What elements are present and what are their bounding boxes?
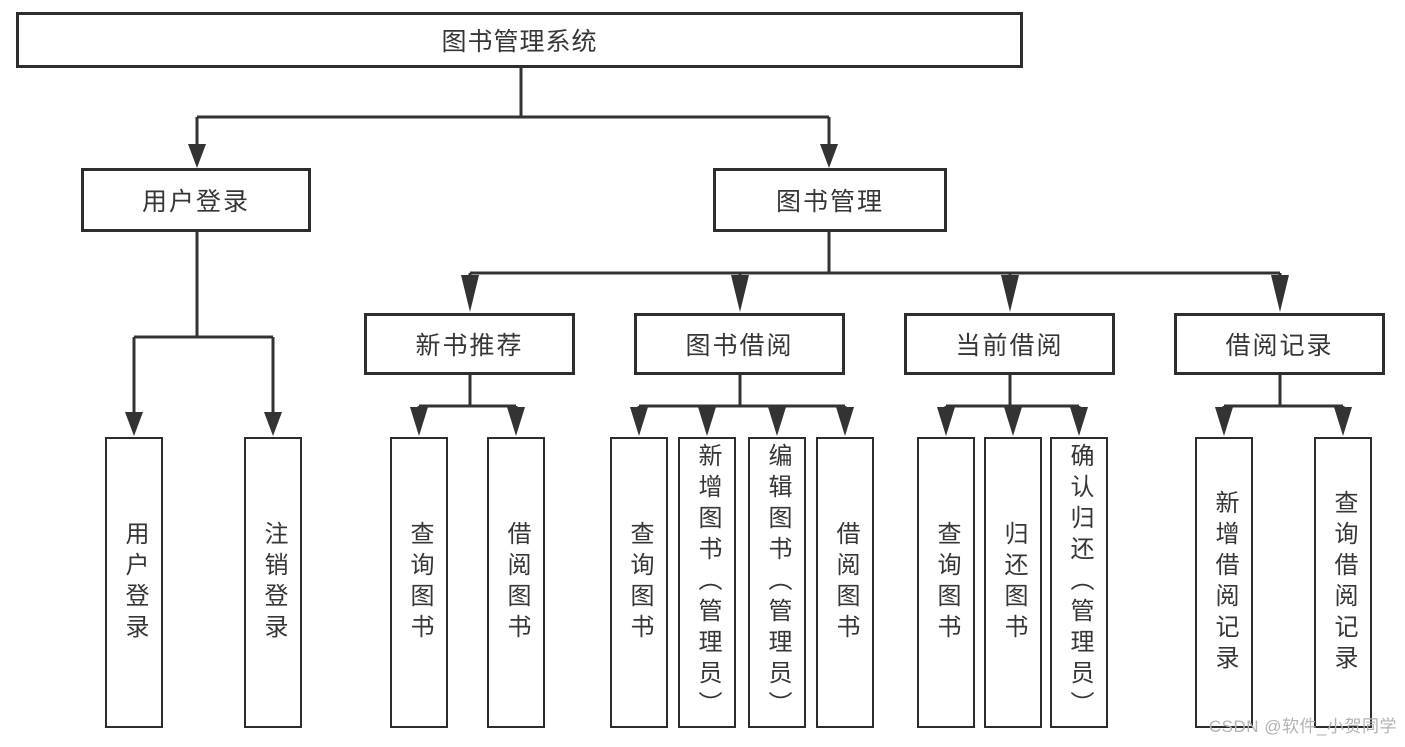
leaf-label: 借阅图书: [503, 520, 530, 645]
connector-root-to-level2: [195, 68, 831, 150]
node-label: 借阅记录: [1225, 332, 1334, 360]
arrow-icon: [1271, 275, 1289, 312]
leaf-borrow-books: 借阅图书: [816, 437, 874, 728]
node-label: 图书借阅: [685, 332, 794, 360]
arrow-icon: [410, 407, 428, 436]
leaf-label: 借阅图书: [832, 520, 859, 645]
leaf-label: 查询图书: [626, 520, 653, 645]
leaf-label: 查询图书: [406, 520, 433, 645]
node-book-management: 图书管理: [713, 168, 947, 232]
arrow-icon: [1334, 407, 1352, 436]
leaf-query-books-current: 查询图书: [917, 437, 975, 728]
arrowheads-current-borrow: [937, 407, 1088, 436]
arrow-icon: [1004, 407, 1022, 436]
leaf-label: 确认归还（管理员）: [1066, 443, 1093, 722]
leaf-query-borrow-record: 查询借阅记录: [1314, 437, 1372, 728]
leaf-logout: 注销登录: [244, 437, 302, 728]
leaf-label: 用户登录: [121, 520, 148, 645]
leaf-query-books-recommend: 查询图书: [390, 437, 448, 728]
node-label: 图书管理系统: [441, 28, 598, 56]
connector-book-borrow-to-leaves: [637, 375, 847, 415]
leaf-label: 查询图书: [933, 520, 960, 645]
node-label: 用户登录: [141, 188, 250, 216]
arrow-icon: [768, 407, 786, 436]
connector-new-book-to-leaves: [417, 375, 518, 415]
arrow-icon: [698, 407, 716, 436]
arrowheads-level3: [461, 275, 1289, 312]
node-label: 图书管理: [775, 188, 884, 216]
leaf-label: 编辑图书（管理员）: [764, 443, 791, 722]
leaf-return-book: 归还图书: [984, 437, 1042, 728]
leaf-add-borrow-record: 新增借阅记录: [1195, 437, 1253, 728]
arrowheads-level2: [188, 144, 838, 168]
arrow-icon: [820, 144, 838, 168]
csdn-watermark: CSDN @软件_小贺同学: [1208, 717, 1397, 736]
leaf-label: 注销登录: [260, 520, 287, 645]
leaf-label: 新增图书（管理员）: [694, 443, 721, 722]
arrow-icon: [1215, 407, 1233, 436]
arrowheads-book-borrow: [630, 407, 854, 436]
node-current-borrowing: 当前借阅: [904, 313, 1115, 375]
arrow-icon: [731, 275, 749, 312]
node-library-management-system: 图书管理系统: [16, 12, 1023, 68]
arrow-icon: [188, 144, 206, 168]
leaf-label: 归还图书: [1000, 520, 1027, 645]
arrow-icon: [836, 407, 854, 436]
leaf-label: 查询借阅记录: [1330, 489, 1357, 676]
leaf-confirm-return-admin: 确认归还（管理员）: [1050, 437, 1108, 728]
node-borrowing-records: 借阅记录: [1174, 313, 1385, 375]
arrowheads-user-login: [125, 412, 282, 436]
arrow-icon: [630, 407, 648, 436]
connector-borrow-records-to-leaves: [1222, 375, 1345, 415]
leaf-borrow-books-recommend: 借阅图书: [487, 437, 545, 728]
leaf-label: 新增借阅记录: [1211, 489, 1238, 676]
leaf-add-book-admin: 新增图书（管理员）: [678, 437, 736, 728]
node-new-book-recommendation: 新书推荐: [364, 313, 575, 375]
connector-book-management-to-level3: [468, 232, 1282, 285]
arrow-icon: [1070, 407, 1088, 436]
arrow-icon: [264, 412, 282, 436]
node-label: 新书推荐: [415, 332, 524, 360]
arrow-icon: [937, 407, 955, 436]
leaf-edit-book-admin: 编辑图书（管理员）: [748, 437, 806, 728]
arrowheads-new-book: [410, 407, 525, 436]
arrow-icon: [461, 275, 479, 312]
connector-user-login-to-leaves: [132, 232, 275, 418]
leaf-user-login: 用户登录: [105, 437, 163, 728]
node-label: 当前借阅: [955, 332, 1064, 360]
arrow-icon: [125, 412, 143, 436]
arrow-icon: [507, 407, 525, 436]
arrowheads-borrow-records: [1215, 407, 1352, 436]
node-book-borrowing: 图书借阅: [634, 313, 845, 375]
arrow-icon: [1001, 275, 1019, 312]
leaf-query-books-borrow: 查询图书: [610, 437, 668, 728]
node-user-login: 用户登录: [81, 168, 311, 232]
